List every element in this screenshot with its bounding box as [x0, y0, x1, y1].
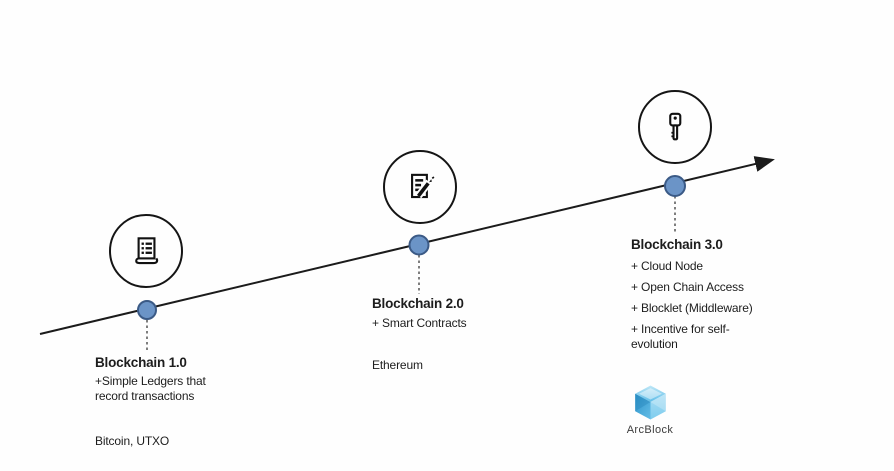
milestone-feature: + Cloud Node	[631, 259, 703, 273]
milestone-3-circle	[638, 90, 712, 164]
milestone-feature: + Open Chain Access	[631, 280, 744, 294]
timeline-dot-3	[664, 175, 686, 197]
arcblock-cube-icon	[634, 385, 666, 420]
milestone-feature: + Incentive for self-evolution	[631, 322, 730, 351]
milestone-feature: + Blocklet (Middleware)	[631, 301, 753, 315]
timeline-dot-2	[408, 234, 430, 256]
timeline-line	[39, 156, 775, 335]
timeline-dot-1	[137, 300, 157, 320]
arcblock-logo: ArcBlock	[620, 385, 680, 436]
milestone-blockchain-1: Blockchain 1.0 +Simple Ledgers that reco…	[95, 355, 217, 449]
milestone-2-circle	[383, 150, 457, 224]
milestone-title: Blockchain 3.0	[631, 237, 723, 252]
milestone-blockchain-2: Blockchain 2.0 + Smart Contracts Ethereu…	[372, 296, 522, 373]
milestone-feature: +Simple Ledgers that record transactions	[95, 374, 206, 403]
ledger-scroll-icon	[135, 237, 159, 265]
milestone-title: Blockchain 2.0	[372, 296, 464, 311]
arcblock-label: ArcBlock	[626, 424, 674, 436]
milestone-title: Blockchain 1.0	[95, 355, 187, 370]
milestone-1-circle	[109, 214, 183, 288]
key-icon	[669, 112, 682, 141]
milestone-example: Bitcoin, UTXO	[95, 434, 170, 448]
milestone-feature: + Smart Contracts	[372, 316, 467, 330]
milestone-blockchain-3: Blockchain 3.0 + Cloud Node + Open Chain…	[631, 237, 765, 352]
milestone-example: Ethereum	[372, 358, 423, 372]
smart-contract-icon	[411, 173, 435, 199]
